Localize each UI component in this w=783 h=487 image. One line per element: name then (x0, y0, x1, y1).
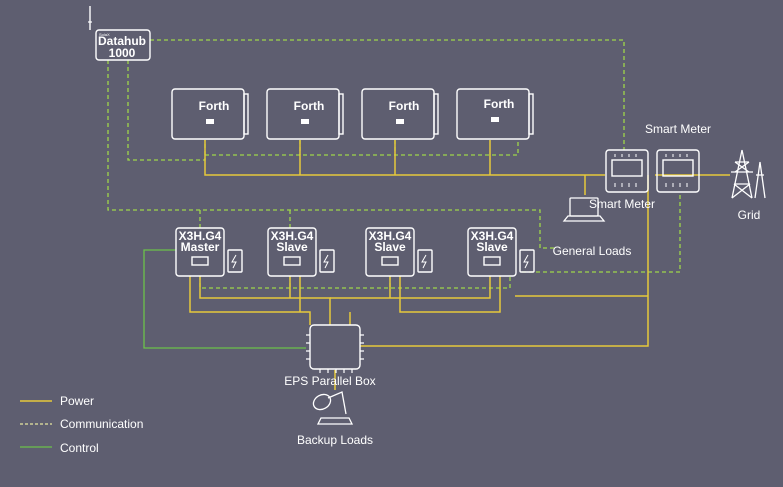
inverter-role: Slave (276, 240, 308, 254)
backup-loads-label: Backup Loads (297, 433, 373, 447)
grid-label: Grid (738, 208, 761, 222)
eps-parallel-box-label: EPS Parallel Box (284, 374, 375, 388)
forth-unit: Forth (171, 88, 249, 140)
control-lines (143, 249, 306, 349)
forth-unit: Forth (266, 88, 344, 140)
inverter-role: Slave (374, 240, 406, 254)
legend: Power Communication Control (20, 394, 143, 455)
inverter-role: Master (181, 240, 220, 254)
forth-unit-label: Forth (389, 99, 420, 113)
inverter-model: X3H.G4 (271, 229, 314, 243)
datahub-brand: SolaX (99, 32, 110, 37)
legend-label-communication: Communication (60, 417, 143, 431)
legend-label-power: Power (60, 394, 94, 408)
inverter-slave: X3H.G4 Slave (365, 227, 433, 277)
forth-unit: Forth (456, 88, 534, 140)
smart-meter-right (656, 149, 700, 193)
smart-meter-bottom-label: Smart Meter (589, 197, 655, 211)
eps-parallel-box (306, 324, 364, 373)
general-loads-label: General Loads (553, 244, 632, 258)
grid-tower-icon (731, 149, 766, 199)
power-lines (189, 140, 730, 390)
smart-meter-left (605, 149, 649, 193)
inverter-role: Slave (476, 240, 508, 254)
forth-unit-label: Forth (294, 99, 325, 113)
inverter-master: X3H.G4 Master (175, 227, 243, 277)
forth-unit-label: Forth (199, 99, 230, 113)
forth-unit: Forth (361, 88, 439, 140)
legend-label-control: Control (60, 441, 99, 455)
forth-unit-label: Forth (484, 97, 515, 111)
inverter-model: X3H.G4 (471, 229, 514, 243)
laptop-icon (562, 197, 606, 222)
inverter-slave: X3H.G4 Slave (467, 227, 535, 277)
communication-lines (107, 39, 681, 289)
datahub-device: SolaX Datahub 1000 (88, 6, 151, 61)
inverter-model: X3H.G4 (369, 229, 412, 243)
inverter-model: X3H.G4 (179, 229, 222, 243)
lamp-icon (312, 391, 354, 425)
datahub-label-line2: 1000 (109, 46, 136, 60)
datahub-label-line1: Datahub (98, 34, 146, 48)
smart-meter-top-label: Smart Meter (645, 122, 711, 136)
inverter-slave: X3H.G4 Slave (267, 227, 335, 277)
